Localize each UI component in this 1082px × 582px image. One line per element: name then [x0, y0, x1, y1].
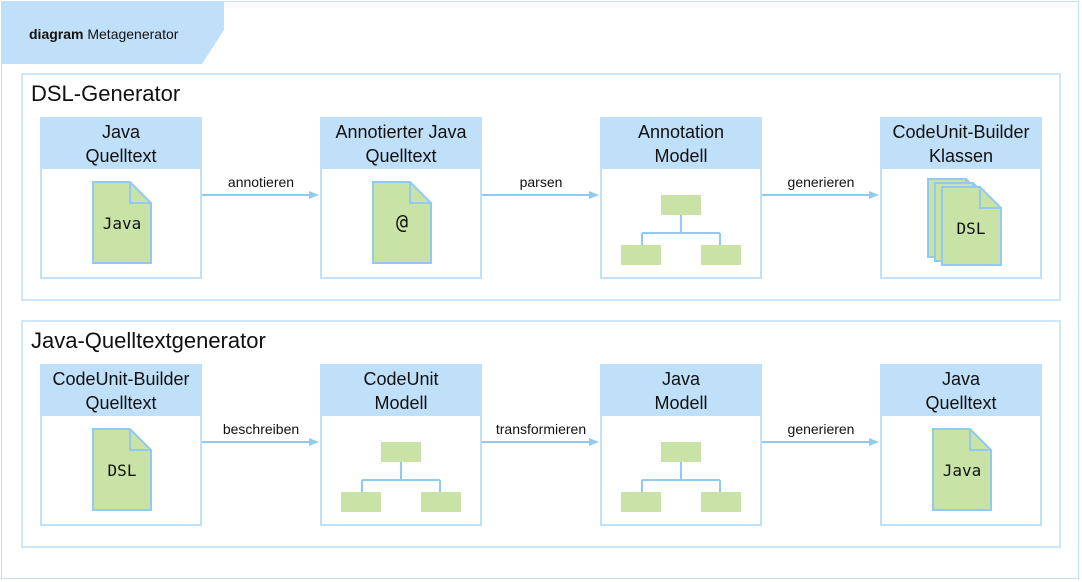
diagram-tab: diagram Metagenerator — [2, 2, 224, 64]
group-dsl-generator: DSL-Generator — [21, 73, 1061, 301]
edge-label: annotieren — [227, 174, 295, 190]
file-icon-text: @ — [396, 210, 408, 234]
diagram-node: Java Quelltext Java — [40, 117, 202, 279]
node-title: Java Quelltext — [925, 369, 997, 413]
file-icon-text: Java — [103, 214, 142, 233]
node-title: Annotation Modell — [637, 122, 725, 166]
edge-label: generieren — [787, 174, 855, 190]
node-header: Java Modell — [602, 366, 760, 416]
file-icon-text: Java — [943, 461, 982, 480]
edge-label: generieren — [787, 421, 855, 437]
node-title: Annotierter Java Quelltext — [335, 122, 467, 166]
diagram-node: Annotation Modell — [600, 117, 762, 279]
diagram-tab-label: diagram Metagenerator — [29, 26, 178, 42]
node-title: Java Quelltext — [85, 122, 157, 166]
group-title: DSL-Generator — [31, 81, 181, 106]
tree-icon — [602, 416, 760, 524]
node-title: Java Modell — [654, 369, 708, 413]
diagram-node: Java Modell — [600, 364, 762, 526]
file-icon: @ — [322, 169, 480, 277]
node-header: Java Quelltext — [882, 366, 1040, 416]
edge-label: transformieren — [495, 421, 587, 437]
tree-icon — [322, 416, 480, 524]
node-header: Java Quelltext — [42, 119, 200, 169]
node-header: Annotierter Java Quelltext — [322, 119, 480, 169]
edge-label: beschreiben — [222, 421, 300, 437]
node-title: CodeUnit Modell — [363, 369, 439, 413]
group-java-quelltextgenerator: Java-Quelltextgenerator — [21, 320, 1061, 548]
group-title: Java-Quelltextgenerator — [31, 328, 266, 353]
node-header: CodeUnit-Builder Quelltext — [42, 366, 200, 416]
node-title: CodeUnit-Builder Klassen — [892, 122, 1030, 166]
node-title: CodeUnit-Builder Quelltext — [52, 369, 190, 413]
diagram-node: CodeUnit-Builder Quelltext DSL — [40, 364, 202, 526]
node-header: CodeUnit-Builder Klassen — [882, 119, 1040, 169]
stacked-files-icon: DSL — [882, 169, 1040, 277]
diagram-node: CodeUnit Modell — [320, 364, 482, 526]
stack-icon-text: DSL — [957, 219, 986, 238]
diagram-name: Metagenerator — [87, 26, 179, 42]
file-icon: Java — [42, 169, 200, 277]
tree-icon — [602, 169, 760, 277]
file-icon-text: DSL — [108, 461, 137, 480]
file-icon: Java — [882, 416, 1040, 524]
edge-label: parsen — [519, 174, 563, 190]
diagram-node: Java Quelltext Java — [880, 364, 1042, 526]
diagram-node: Annotierter Java Quelltext @ — [320, 117, 482, 279]
node-header: Annotation Modell — [602, 119, 760, 169]
diagram-keyword: diagram — [29, 26, 84, 42]
file-icon: DSL — [42, 416, 200, 524]
node-header: CodeUnit Modell — [322, 366, 480, 416]
